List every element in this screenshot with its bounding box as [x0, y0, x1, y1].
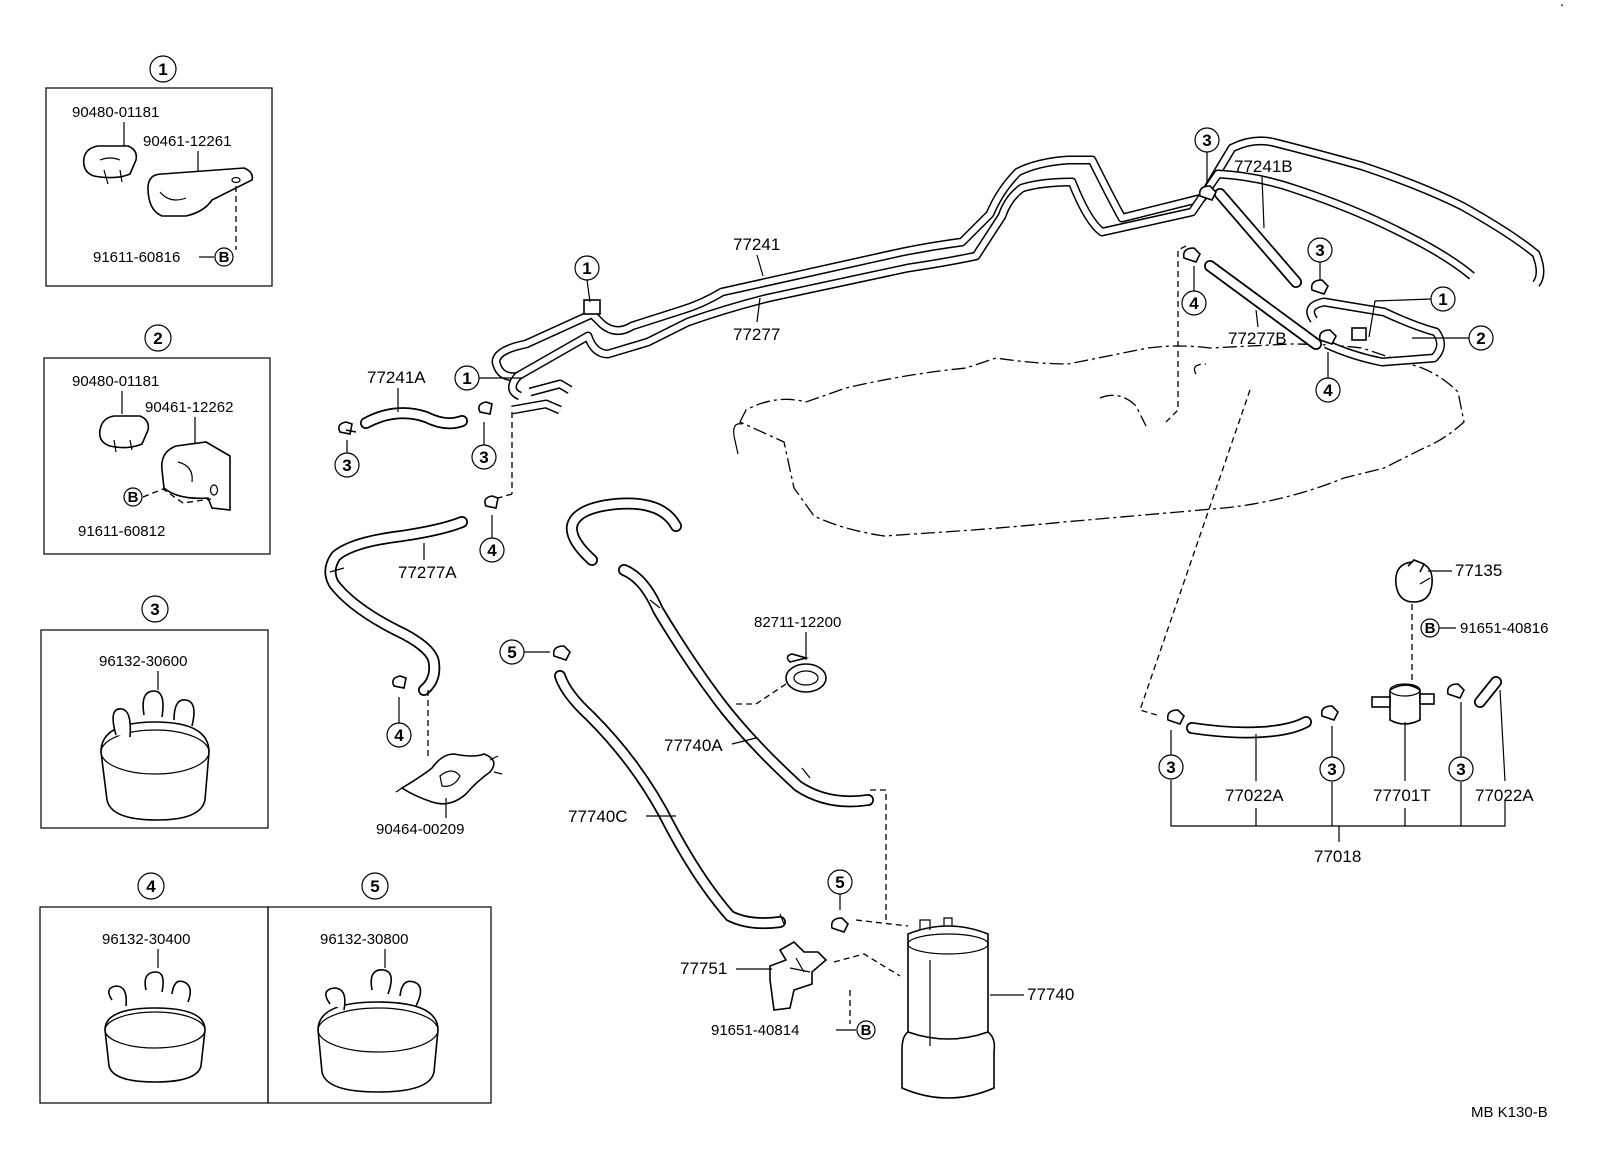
inset-5-label: 96132-30800 — [320, 931, 408, 948]
bolt-marker: B — [861, 1022, 872, 1039]
inset-4: 4 96132-30400 — [39, 872, 269, 1104]
part-77740: 77740 — [1027, 985, 1074, 1004]
part-82711-12200: 82711-12200 — [754, 614, 841, 631]
diagram-code: MB K130-B — [1471, 1104, 1548, 1121]
inset-2: 2 90480-01181 90461-12262 B 91611-60812 — [43, 324, 271, 555]
inset-1-label-bracket: 90461-12261 — [143, 133, 231, 150]
bolt-marker: B — [1425, 620, 1436, 637]
bracket-77751 — [769, 941, 828, 1011]
inset-1-label-bolt: 91611-60816 — [93, 249, 180, 266]
hose-77740c — [554, 670, 786, 930]
part-90464-00209: 90464-00209 — [376, 821, 464, 838]
bracket-icon — [160, 441, 231, 511]
callout-5: 5 — [835, 873, 844, 892]
inset-2-label-clamp: 90480-01181 — [72, 373, 159, 390]
inset-5-number: 5 — [370, 877, 379, 896]
inset-2-number: 2 — [153, 329, 162, 348]
callout-1-right: 1 — [1368, 286, 1456, 338]
callout-3: 3 — [1456, 760, 1465, 779]
hose-clamp-icon — [104, 971, 206, 1083]
fuel-pipes — [491, 136, 1545, 415]
charcoal-canister — [901, 917, 996, 1099]
callout-3: 3 — [1202, 131, 1211, 150]
inset-2-bolt-marker: B — [128, 489, 139, 506]
inset-4-number: 4 — [146, 877, 156, 896]
inset-5: 5 96132-30800 — [267, 872, 492, 1104]
callout-4: 4 — [487, 541, 497, 560]
part-77740A: 77740A — [664, 736, 723, 755]
callout-3: 3 — [1166, 758, 1175, 777]
hose-77241b — [1214, 188, 1302, 288]
callout-2-right: 2 — [1412, 325, 1494, 351]
inset-1-number: 1 — [158, 60, 167, 79]
svg-text:1: 1 — [462, 369, 471, 388]
clamp-77135 — [1395, 559, 1433, 603]
part-77241B: 77241B — [1234, 157, 1293, 176]
hose-77277a — [324, 516, 468, 696]
part-77018: 77018 — [1314, 847, 1361, 866]
callout-1-left: 1 — [574, 255, 600, 303]
hose-77241a — [360, 407, 468, 430]
hose-77740a — [565, 497, 874, 808]
inset-3: 3 96132-30600 — [40, 595, 269, 829]
part-77022A: 77022A — [1475, 786, 1534, 805]
part-77701T: 77701T — [1373, 786, 1431, 805]
part-77277A: 77277A — [398, 563, 457, 582]
callout-3: 3 — [1327, 760, 1336, 779]
clip-90464 — [395, 753, 503, 805]
fuel-tank — [733, 343, 1465, 537]
inset-2-label-bracket: 90461-12262 — [145, 399, 233, 416]
callout-1-mid: 1 — [454, 365, 522, 391]
part-91651-40814: 91651-40814 — [711, 1022, 799, 1039]
part-91651-40816: 91651-40816 — [1460, 620, 1548, 637]
part-77241A: 77241A — [367, 368, 426, 387]
bracket-icon — [147, 167, 254, 217]
callout-4: 4 — [1189, 294, 1199, 313]
callout-5: 5 — [507, 643, 516, 662]
part-77241: 77241 — [733, 235, 780, 254]
clamp-82711 — [785, 653, 827, 693]
inset-1: 1 90480-01181 90461-12261 91611-60816 B — [45, 55, 273, 287]
part-77751: 77751 — [680, 959, 727, 978]
svg-text:1: 1 — [1438, 290, 1447, 309]
clamp-icon — [98, 415, 150, 453]
part-77277: 77277 — [733, 325, 780, 344]
hose-clamp-icon — [317, 969, 439, 1093]
hose-77277b — [1204, 260, 1322, 350]
inset-4-label: 96132-30400 — [102, 931, 190, 948]
part-77740C: 77740C — [568, 807, 628, 826]
callout-3: 3 — [479, 448, 488, 467]
callout-3: 3 — [1315, 241, 1324, 260]
check-valve-77701t — [1371, 683, 1435, 725]
callout-3: 3 — [342, 456, 351, 475]
part-77277B: 77277B — [1228, 329, 1287, 348]
corner-mark: . — [1560, 0, 1564, 10]
inset-2-label-bolt: 91611-60812 — [78, 523, 165, 540]
svg-text:1: 1 — [582, 259, 591, 278]
svg-text:2: 2 — [1476, 329, 1485, 348]
callout-4: 4 — [1323, 381, 1333, 400]
inset-1-bolt-marker: B — [219, 249, 230, 266]
callout-4: 4 — [394, 726, 404, 745]
clamp-icon — [82, 145, 138, 185]
inset-3-number: 3 — [150, 600, 159, 619]
hose-clamp-icon — [100, 690, 210, 821]
part-77022A: 77022A — [1225, 786, 1284, 805]
inset-1-label-clamp: 90480-01181 — [72, 104, 159, 121]
inset-3-label: 96132-30600 — [99, 653, 187, 670]
hose-77022a-right — [1474, 676, 1502, 708]
hose-77022a-left — [1186, 716, 1312, 739]
part-77135: 77135 — [1455, 561, 1502, 580]
